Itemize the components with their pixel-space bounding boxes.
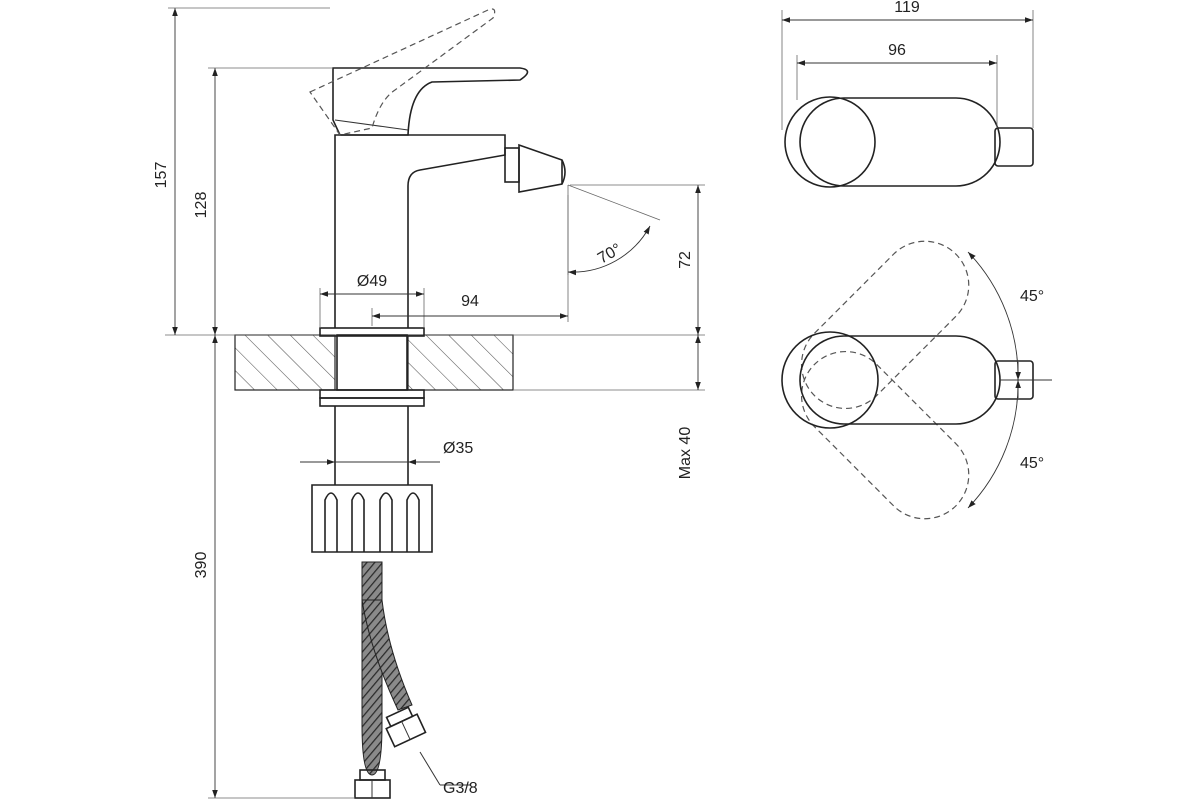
dim-max-mount: Max 40	[677, 335, 701, 480]
dim-rotation-arcs: 45° 45°	[967, 251, 1044, 509]
label-45-deg-down: 45°	[1020, 455, 1044, 472]
dim-spray-angle: 70°	[567, 184, 661, 276]
mounting-nut	[311, 484, 433, 553]
dim-shank-diameter: Ø35	[300, 440, 473, 465]
dim-spout-height: 72	[570, 184, 705, 335]
label-96: 96	[888, 42, 906, 59]
dim-hose-length: 390	[193, 335, 355, 799]
label-390: 390	[193, 552, 210, 579]
countertop	[165, 334, 705, 391]
label-g3-8: G3/8	[443, 780, 478, 797]
dim-top-width: 119	[781, 0, 1034, 130]
faucet-body	[319, 134, 566, 337]
top-view: 119 96	[781, 0, 1034, 188]
dim-spout-reach: 94	[371, 195, 569, 326]
label-45-deg-up: 45°	[1020, 288, 1044, 305]
dim-body-height: 128	[193, 67, 333, 335]
label-119: 119	[894, 0, 920, 16]
dim-top-handle-width: 96	[796, 42, 998, 128]
rotation-view: 45° 45°	[781, 240, 1052, 520]
dim-total-height: 157	[153, 7, 330, 335]
lever-handle	[332, 67, 529, 136]
label-max-40: Max 40	[677, 427, 694, 480]
lever-handle-raised-outline	[309, 8, 496, 136]
label-94: 94	[461, 293, 479, 310]
mounting-shank	[319, 334, 425, 485]
rotation-view-handle	[781, 331, 1052, 429]
label-diameter-35: Ø35	[443, 440, 473, 457]
label-72: 72	[677, 251, 694, 269]
label-128: 128	[193, 192, 210, 219]
top-view-handle	[784, 96, 1034, 188]
flexible-hoses	[354, 561, 470, 799]
dim-base-diameter: Ø49	[319, 273, 425, 328]
label-diameter-49: Ø49	[357, 273, 387, 290]
label-70-deg: 70°	[595, 241, 624, 268]
label-157: 157	[153, 162, 170, 189]
side-view: 157 128 390 72 Max 40	[153, 7, 705, 799]
